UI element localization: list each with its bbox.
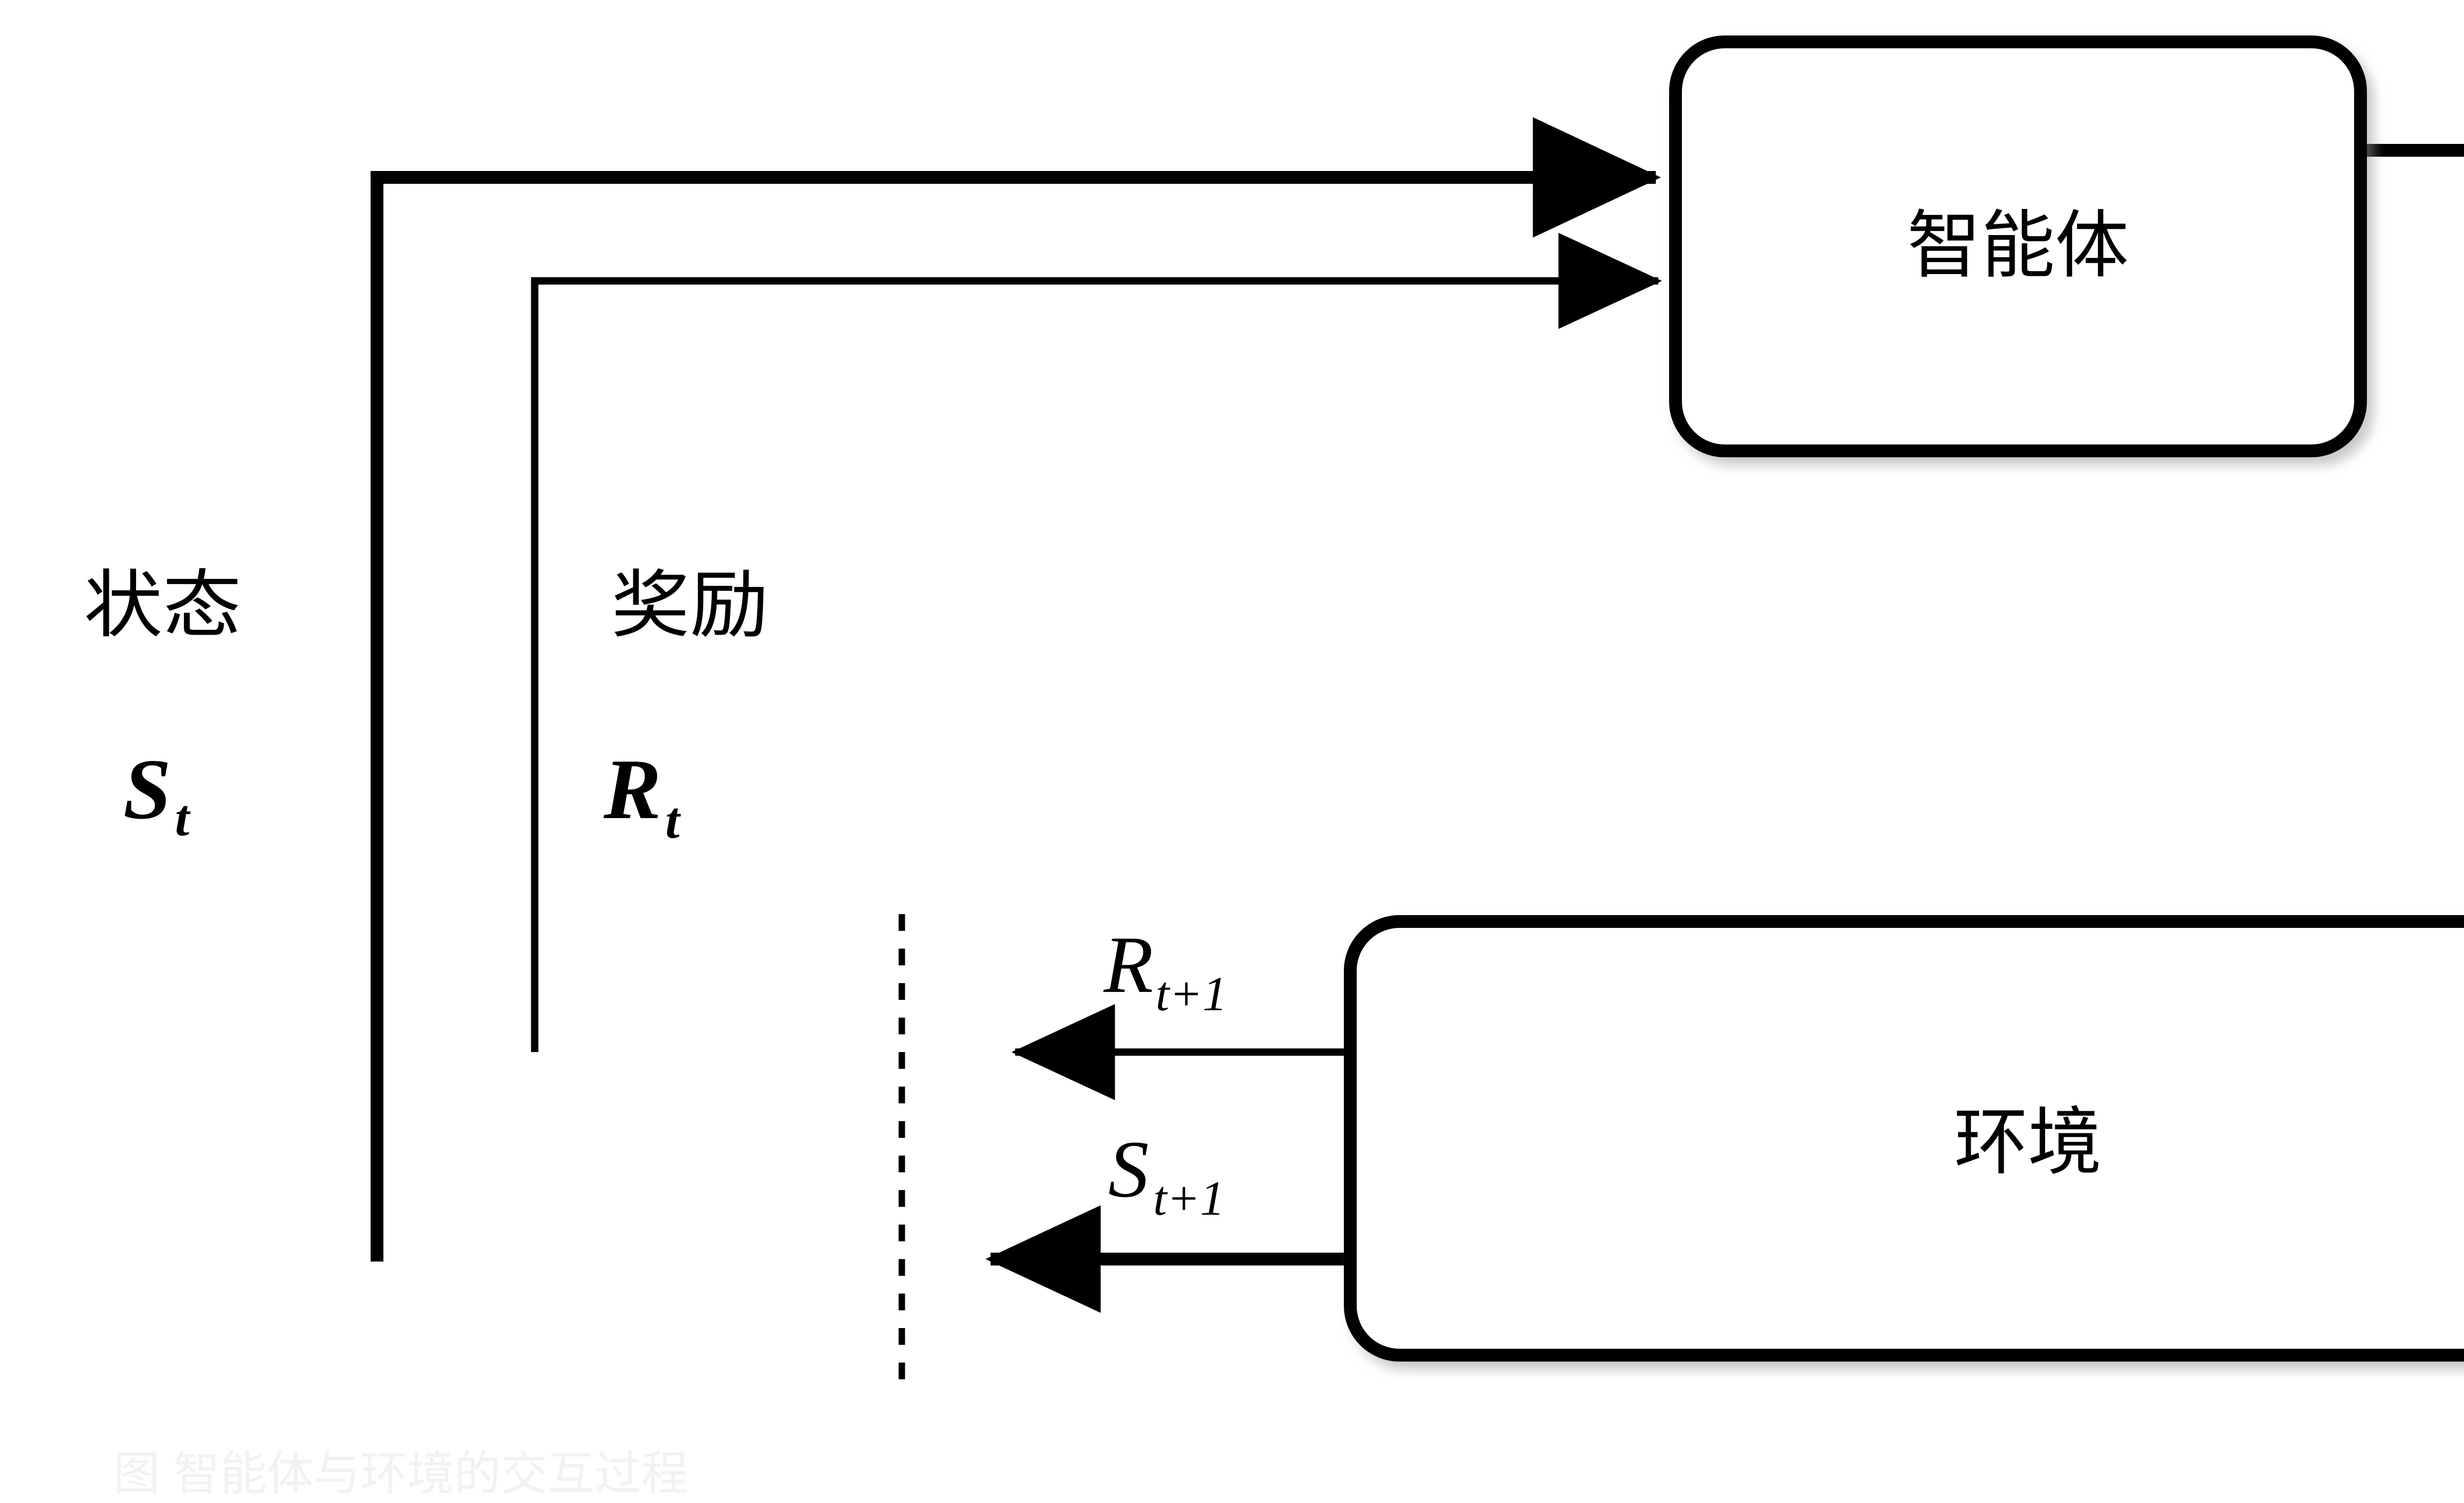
state-symbol-subscript: t	[175, 789, 191, 847]
reward-label-cn: 奖励	[611, 564, 769, 647]
environment-label: 环境	[1954, 1101, 2102, 1184]
reward-symbol-subscript: t	[665, 791, 681, 849]
figure-caption: 图 智能体与环境的交互过程	[113, 1448, 688, 1500]
reward-feedback-line	[531, 277, 1592, 1052]
reward-next-symbol: R	[1103, 920, 1154, 1010]
state-next-label-group: S t+1	[1108, 1124, 1225, 1226]
reward-side-label-group: 奖励 R t	[603, 564, 769, 849]
agent-node[interactable]: 智能体	[1669, 35, 2367, 457]
reward-next-subscript: t+1	[1156, 966, 1227, 1021]
agent-box[interactable]	[1669, 35, 2367, 457]
state-next-symbol: S	[1108, 1124, 1149, 1214]
reward-next-label-group: R t+1	[1103, 920, 1228, 1021]
state-feedback-line	[371, 171, 1621, 1262]
state-next-subscript: t+1	[1153, 1171, 1225, 1226]
reward-symbol: R	[603, 741, 661, 837]
state-side-label-group: 状态 S t	[84, 564, 241, 847]
agent-label: 智能体	[1907, 204, 2129, 287]
state-label-cn: 状态	[84, 564, 241, 647]
state-symbol: S	[123, 741, 171, 837]
environment-box[interactable]	[1344, 915, 2464, 1362]
environment-node[interactable]: 环境	[1344, 915, 2464, 1362]
